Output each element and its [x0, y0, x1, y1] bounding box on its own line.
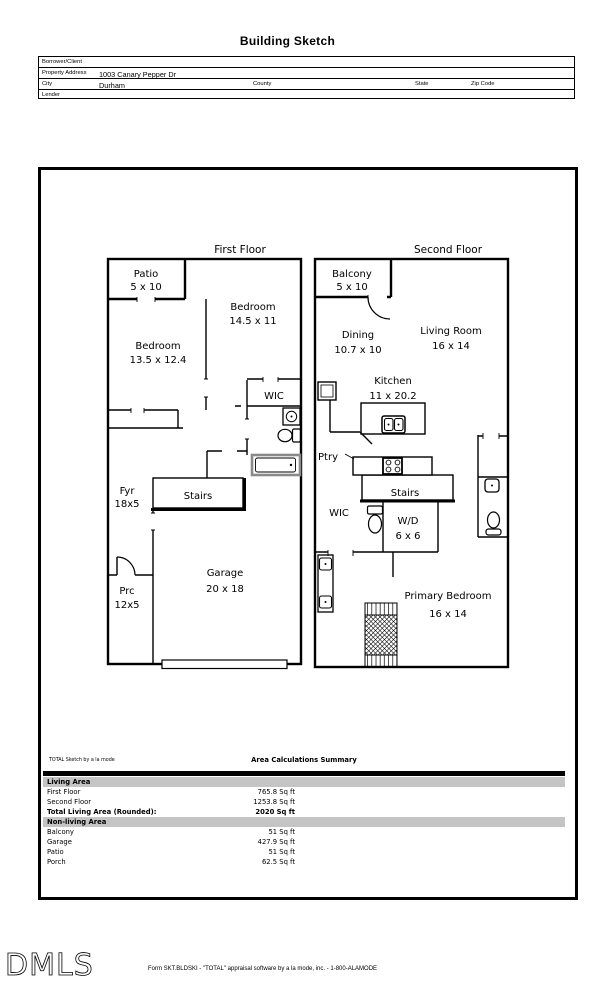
room-label-living: Living Room: [420, 326, 481, 337]
room-dims-wd: 6 x 6: [396, 531, 421, 542]
room-label-kitchen: Kitchen: [374, 376, 412, 387]
sketch-frame: First Floor Patio 5 x 10 Bedroom 14.5 x …: [38, 167, 578, 900]
dmls-logo-text: DMLS: [5, 948, 94, 983]
room-dims-bedroom1: 14.5 x 11: [229, 316, 276, 327]
lender-label: Lender: [42, 91, 61, 98]
room-label-dining: Dining: [342, 330, 374, 341]
room-label-pantry: Ptry: [318, 452, 338, 463]
sketch-branding: TOTAL Sketch by a la mode: [49, 758, 115, 763]
city-value: Durham: [99, 80, 125, 90]
page-title: Building Sketch: [239, 34, 336, 48]
toilet-fixture: [277, 428, 302, 443]
room-label-stairs-ff: Stairs: [184, 491, 213, 502]
room-label-patio: Patio: [134, 269, 159, 280]
room-dims-kitchen: 11 x 20.2: [369, 391, 416, 402]
toilet-fixture: [485, 511, 502, 536]
county-label: County: [253, 80, 272, 87]
toilet-fixture: [366, 505, 384, 534]
floor-plan-drawing: First Floor Patio 5 x 10 Bedroom 14.5 x …: [106, 244, 510, 670]
room-dims-bedroom2: 13.5 x 12.4: [130, 355, 187, 366]
property-address-label: Property Address: [42, 69, 87, 76]
room-label-wic-sf: WIC: [329, 508, 349, 519]
nonliving-area-header: Non-living Area: [43, 817, 565, 827]
property-info-table: Borrower/Client Property Address 1003 Ca…: [38, 56, 575, 99]
borrower-row: Borrower/Client: [39, 57, 574, 67]
room-label-wd: W/D: [398, 516, 419, 527]
zip-label: Zip Code: [471, 80, 495, 87]
room-dims-balcony: 5 x 10: [336, 282, 367, 293]
room-label-balcony: Balcony: [332, 269, 372, 280]
room-label-porch: Prc: [119, 586, 134, 597]
room-labels: First Floor Patio 5 x 10 Bedroom 14.5 x …: [114, 244, 491, 620]
city-county-state-zip-row: City Durham County State Zip Code: [39, 78, 574, 90]
room-dims-dining: 10.7 x 10: [334, 345, 381, 356]
room-label-foyer: Fyr: [120, 486, 136, 497]
property-address-row: Property Address 1003 Canary Pepper Dr: [39, 67, 574, 79]
bath-sink-fixture: [282, 407, 301, 426]
bathtub-fixture: [250, 453, 302, 477]
city-label: City: [42, 80, 52, 87]
summary-row: Porch 62.5 Sq ft: [47, 858, 295, 866]
living-area-header: Living Area: [43, 777, 565, 787]
summary-divider-bar: [43, 771, 565, 776]
refrigerator-fixture: [317, 381, 337, 401]
room-dims-living: 16 x 14: [432, 341, 470, 352]
room-dims-primary: 16 x 14: [429, 609, 467, 620]
room-dims-foyer: 18x5: [114, 499, 139, 510]
lender-row: Lender: [39, 89, 574, 98]
summary-row: First Floor 765.8 Sq ft: [47, 788, 295, 796]
property-address-value: 1003 Canary Pepper Dr: [99, 69, 177, 79]
first-floor-title: First Floor: [214, 244, 266, 256]
room-dims-garage: 20 x 18: [206, 584, 244, 595]
garage-door: [161, 659, 288, 670]
dmls-logo: DMLS: [5, 948, 94, 984]
room-label-primary: Primary Bedroom: [404, 591, 491, 602]
state-label: State: [415, 80, 429, 87]
room-dims-patio: 5 x 10: [130, 282, 161, 293]
summary-row: Second Floor 1253.8 Sq ft: [47, 798, 295, 806]
bath-sink-fixture: [484, 478, 500, 493]
fireplace-hatch: [364, 602, 398, 668]
room-label-bedroom2: Bedroom: [135, 341, 180, 352]
summary-row: Balcony 51 Sq ft: [47, 828, 295, 836]
kitchen-island: [360, 402, 426, 435]
second-floor-fixtures: [317, 381, 502, 668]
second-floor-title: Second Floor: [414, 244, 483, 256]
summary-row-total: Total Living Area (Rounded): 2020 Sq ft: [47, 808, 295, 816]
second-floor-walls: [313, 257, 510, 669]
room-dims-porch: 12x5: [114, 600, 139, 611]
room-label-garage: Garage: [207, 568, 244, 579]
stove-fixture: [382, 457, 403, 475]
double-vanity-fixture: [317, 554, 334, 613]
form-footer-text: Form SKT.BLDSKI - "TOTAL" appraisal soft…: [147, 966, 378, 972]
room-label-bedroom1: Bedroom: [230, 302, 275, 313]
summary-row: Patio 51 Sq ft: [47, 848, 295, 856]
summary-rows: Living Area First Floor 765.8 Sq ft Seco…: [43, 777, 565, 867]
room-label-wic-ff: WIC: [264, 391, 284, 402]
borrower-label: Borrower/Client: [42, 58, 82, 65]
first-floor-fixtures: [161, 407, 302, 670]
room-label-stairs-sf: Stairs: [391, 488, 420, 499]
summary-title: Area Calculations Summary: [251, 756, 357, 764]
summary-row: Garage 427.9 Sq ft: [47, 838, 295, 846]
